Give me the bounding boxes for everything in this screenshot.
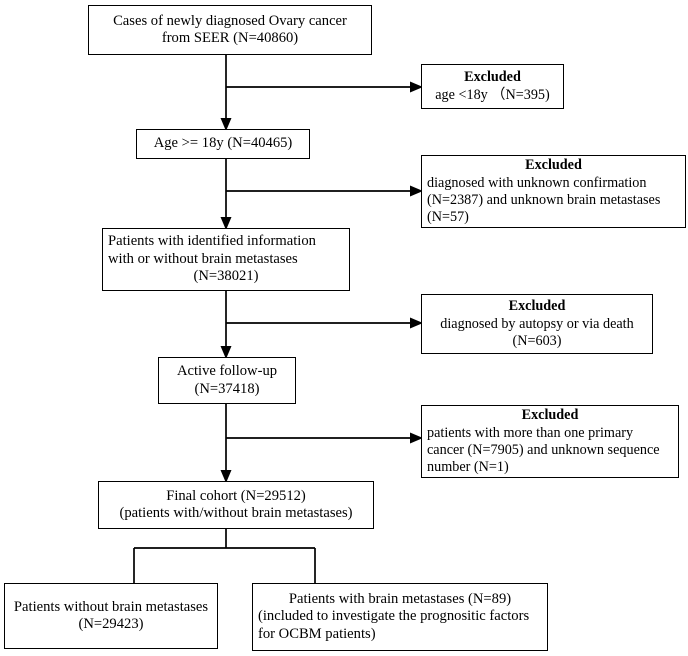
excluded-unknown-line-3: (N=57) bbox=[427, 209, 469, 226]
arrowhead-exclusion-multiple bbox=[410, 432, 423, 444]
excluded-unknown-line-1: diagnosed with unknown confirmation bbox=[427, 174, 647, 191]
excluded-unknown-line-2: (N=2387) and unknown brain metastases bbox=[427, 192, 661, 208]
node-source-cases: Cases of newly diagnosed Ovary cancer fr… bbox=[88, 5, 372, 55]
node-final-line-1: Final cohort (N=29512) bbox=[166, 487, 306, 504]
excluded-autopsy-line-2: (N=603) bbox=[512, 333, 562, 350]
node-final-cohort: Final cohort (N=29512) (patients with/wi… bbox=[98, 481, 374, 529]
arrowhead-final bbox=[220, 470, 232, 483]
excluded-multiple-header: Excluded bbox=[521, 406, 579, 423]
arrowhead-exclusion-age bbox=[410, 81, 423, 93]
excluded-multiple-line-1: patients with more than one primary bbox=[427, 424, 634, 441]
excluded-autopsy-line-1: diagnosed by autopsy or via death bbox=[440, 315, 634, 332]
node-bm-line-3: for OCBM patients) bbox=[258, 625, 376, 642]
excluded-age-header: Excluded bbox=[464, 68, 521, 85]
node-nobm-line-2: (N=29423) bbox=[78, 616, 144, 632]
node-excluded-multiple-primary: Excluded patients with more than one pri… bbox=[421, 405, 679, 478]
node-final-line-2: (patients with/without brain metastases) bbox=[119, 505, 353, 521]
node-identified-line-1: Patients with identified information bbox=[108, 233, 316, 250]
node-excluded-autopsy-death: Excluded diagnosed by autopsy or via dea… bbox=[421, 294, 653, 354]
node-source-line-1: Cases of newly diagnosed Ovary cancer bbox=[113, 12, 347, 29]
excluded-autopsy-header: Excluded bbox=[508, 297, 566, 314]
excluded-multiple-line-2: cancer (N=7905) and unknown sequence bbox=[427, 442, 660, 458]
node-bm-line-2: (included to investigate the prognositic… bbox=[258, 608, 530, 625]
node-nobm-line-1: Patients without brain metastases bbox=[13, 598, 209, 615]
excluded-unknown-header: Excluded bbox=[525, 156, 582, 173]
node-age-line-1: Age >= 18y (N=40465) bbox=[153, 135, 293, 152]
arrowhead-identified bbox=[220, 217, 232, 230]
arrowhead-age bbox=[220, 118, 232, 131]
node-identified-information: Patients with identified information wit… bbox=[102, 228, 350, 291]
node-age-eligible: Age >= 18y (N=40465) bbox=[136, 129, 310, 159]
node-active-line-1: Active follow-up bbox=[176, 363, 278, 379]
node-excluded-age-under-18: Excluded age <18y （N=395) bbox=[421, 64, 564, 109]
node-active-followup: Active follow-up (N=37418) bbox=[158, 357, 296, 404]
node-identified-line-3: (N=38021) bbox=[193, 268, 259, 285]
node-patients-with-brain-metastases: Patients with brain metastases (N=89) (i… bbox=[252, 583, 548, 651]
node-source-line-2: from SEER (N=40860) bbox=[161, 30, 299, 46]
node-bm-line-1: Patients with brain metastases (N=89) bbox=[288, 590, 512, 607]
node-excluded-unknown-confirmation: Excluded diagnosed with unknown confirma… bbox=[421, 155, 686, 228]
node-identified-line-2: with or without brain metastases bbox=[108, 250, 298, 267]
arrowhead-exclusion-unknown bbox=[410, 185, 423, 197]
excluded-multiple-line-3: number (N=1) bbox=[427, 459, 509, 476]
node-active-line-2: (N=37418) bbox=[194, 380, 260, 397]
arrowhead-exclusion-autopsy bbox=[410, 317, 423, 329]
arrowhead-active bbox=[220, 346, 232, 359]
node-patients-without-brain-metastases: Patients without brain metastases (N=294… bbox=[4, 583, 218, 649]
excluded-age-line-1: age <18y （N=395) bbox=[435, 87, 550, 103]
